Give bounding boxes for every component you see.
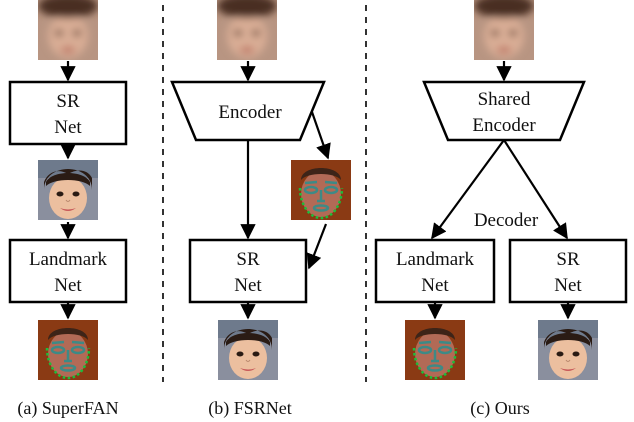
heatmap-image-c: [405, 320, 465, 380]
heatmap-image-a: [38, 320, 98, 380]
encoder-trapezoid-b: [170, 80, 326, 142]
caption-b: (b) FSRNet: [208, 398, 292, 419]
heatmap-image-b: [291, 160, 351, 220]
lr-face-image-b: [217, 0, 277, 60]
sr-face-image-b: [218, 320, 278, 380]
landmark-net-label-c-line2: Net: [421, 275, 449, 296]
sr-net-label-a-line1: SR: [56, 91, 80, 112]
encoder-label-b: Encoder: [218, 102, 282, 123]
sr-net-label-b-line1: SR: [236, 249, 260, 270]
shared-encoder-trapezoid: [422, 80, 586, 142]
sr-net-label-c-line1: SR: [556, 249, 580, 270]
shared-encoder-label-line1: Shared: [478, 89, 531, 110]
caption-c: (c) Ours: [470, 398, 529, 419]
panel-superfan: SR Net Landmark Net (a) SuperFAN: [8, 0, 128, 419]
sr-net-label-a-line2: Net: [54, 117, 82, 138]
landmark-net-label-c-line1: Landmark: [396, 249, 475, 270]
caption-a: (a) SuperFAN: [17, 398, 118, 419]
sr-net-box-c: [508, 238, 628, 304]
landmark-net-box-c: [374, 238, 496, 304]
sr-face-image-a: [38, 160, 98, 220]
landmark-net-label-a-line1: Landmark: [29, 249, 108, 270]
sr-net-label-c-line2: Net: [554, 275, 582, 296]
lr-face-image-c: [474, 0, 534, 60]
sr-net-label-b-line2: Net: [234, 275, 262, 296]
sr-face-image-c: [538, 320, 598, 380]
shared-encoder-label-line2: Encoder: [472, 115, 536, 136]
decoder-label: Decoder: [474, 210, 539, 231]
lr-face-image-a: [38, 0, 98, 60]
panel-ours: Shared Encoder Decoder Landmark Net SR N…: [374, 0, 628, 419]
sr-net-box-a: [8, 80, 128, 146]
panel-fsrnet: Encoder SR Net (b) FSRNet: [170, 0, 351, 419]
landmark-net-label-a-line2: Net: [54, 275, 82, 296]
